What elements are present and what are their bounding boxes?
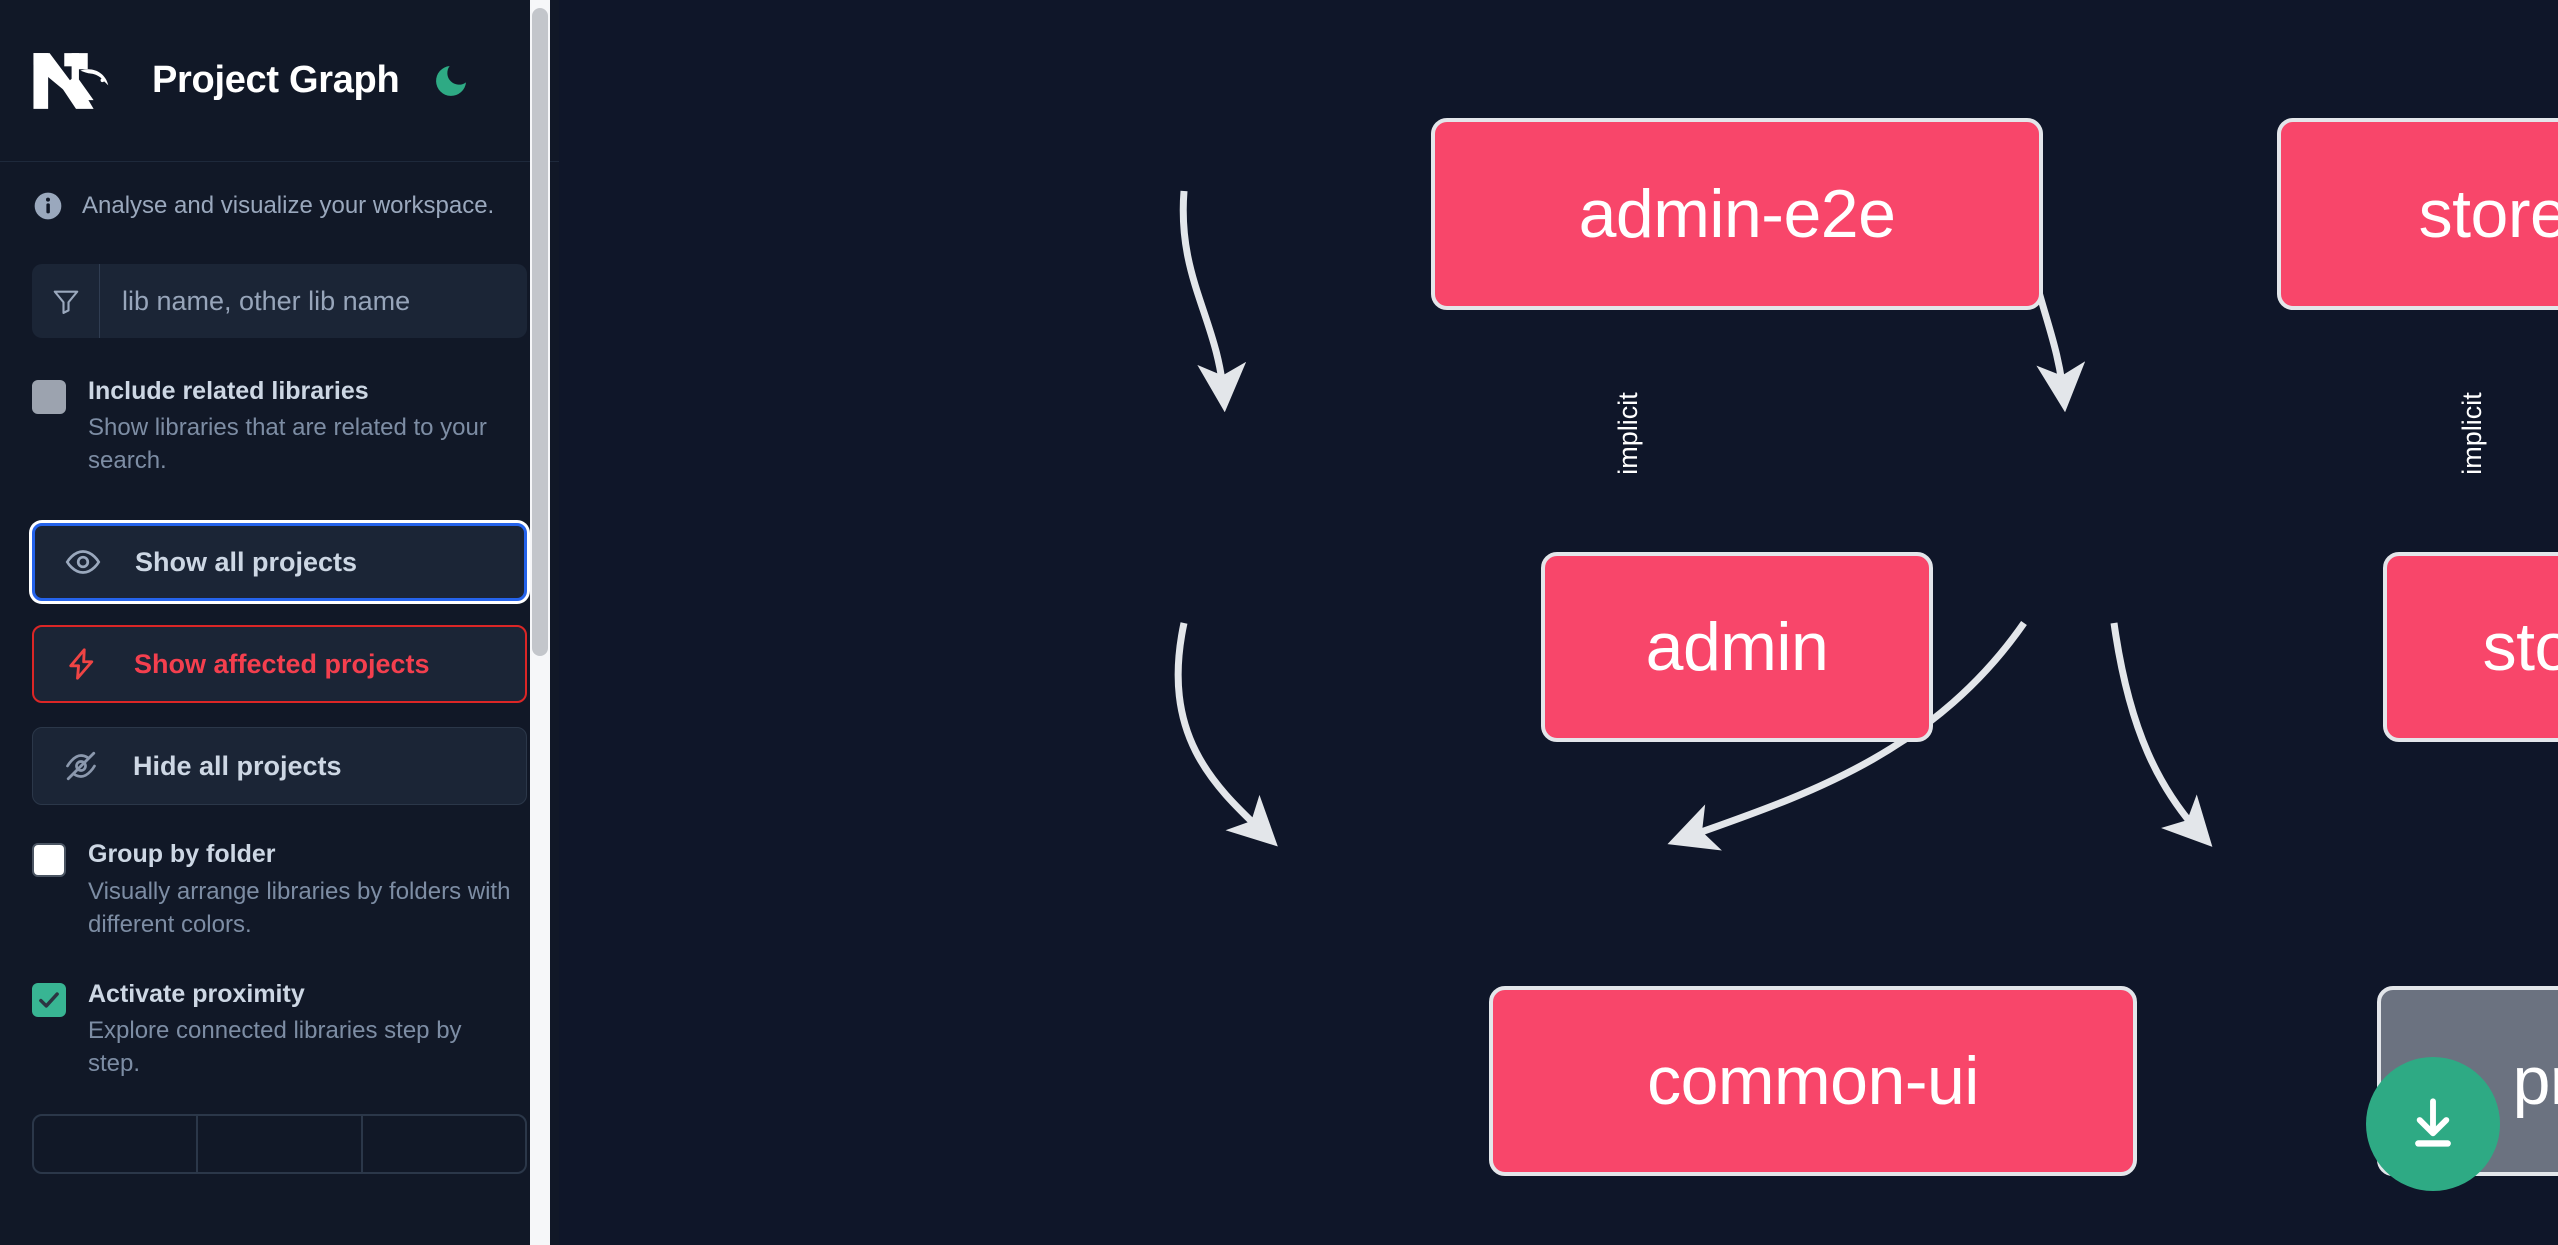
option-description: Visually arrange libraries by folders wi… bbox=[88, 877, 511, 938]
node-label: products bbox=[2512, 1043, 2558, 1119]
show-affected-projects-label: Show affected projects bbox=[134, 648, 430, 679]
option-title: Activate proximity bbox=[88, 979, 305, 1008]
edge-store-products bbox=[2110, 622, 2213, 847]
sidebar-description: Analyse and visualize your workspace. bbox=[0, 162, 559, 222]
sidebar-scrollbar[interactable] bbox=[530, 0, 550, 1245]
eye-off-icon bbox=[63, 748, 107, 784]
show-all-projects-label: Show all projects bbox=[135, 546, 358, 577]
option-activate-proximity[interactable]: Activate proximity Explore connected lib… bbox=[32, 979, 527, 1080]
edge-admin-common-ui bbox=[1174, 622, 1278, 847]
node-label: admin bbox=[1645, 609, 1829, 685]
checkbox-include-related-libraries[interactable] bbox=[32, 380, 66, 414]
info-circle-icon bbox=[32, 190, 64, 222]
edge-label-implicit-store: implicit bbox=[2456, 392, 2487, 475]
segment-option[interactable] bbox=[198, 1116, 363, 1173]
checkbox-group-by-folder[interactable] bbox=[32, 843, 66, 878]
option-description: Explore connected libraries step by step… bbox=[88, 1017, 462, 1078]
option-title: Include related libraries bbox=[88, 377, 369, 405]
visibility-button-group: Show all projects Show affected projects bbox=[32, 523, 527, 806]
node-label: common-ui bbox=[1647, 1043, 1979, 1119]
sidebar-description-text: Analyse and visualize your workspace. bbox=[82, 192, 495, 219]
show-all-projects-button[interactable]: Show all projects bbox=[32, 523, 527, 602]
moon-icon[interactable] bbox=[429, 59, 473, 103]
hide-all-projects-button[interactable]: Hide all projects bbox=[32, 727, 527, 806]
option-include-related-libraries[interactable]: Include related libraries Show libraries… bbox=[32, 376, 527, 477]
segment-option[interactable] bbox=[34, 1116, 199, 1173]
graph-node-store-e2e[interactable]: store-e2e bbox=[2277, 118, 2558, 310]
edge-admin-e2e-admin bbox=[1179, 190, 1247, 413]
nx-logo-icon bbox=[32, 50, 120, 112]
graph-canvas[interactable]: admin-e2e store-e2e admin store common-u… bbox=[559, 0, 2558, 1245]
graph-node-store[interactable]: store bbox=[2383, 552, 2558, 742]
sidebar-body: Include related libraries Show libraries… bbox=[0, 264, 559, 1175]
sidebar: Project Graph Analyse and visualize your… bbox=[0, 0, 559, 1245]
sidebar-header: Project Graph bbox=[0, 0, 559, 162]
checkbox-activate-proximity[interactable] bbox=[32, 982, 66, 1017]
eye-icon bbox=[65, 544, 109, 580]
option-description: Show libraries that are related to your … bbox=[88, 414, 487, 475]
show-affected-projects-button[interactable]: Show affected projects bbox=[32, 625, 527, 704]
search-field[interactable] bbox=[32, 264, 527, 338]
lightning-bolt-icon bbox=[64, 646, 108, 682]
search-input[interactable] bbox=[100, 264, 527, 338]
graph-node-common-ui[interactable]: common-ui bbox=[1489, 986, 2137, 1176]
segmented-control[interactable] bbox=[32, 1114, 527, 1175]
graph-node-admin[interactable]: admin bbox=[1541, 552, 1933, 742]
segment-option[interactable] bbox=[363, 1116, 525, 1172]
display-options-group: Group by folder Visually arrange librari… bbox=[32, 839, 527, 1175]
node-label: admin-e2e bbox=[1578, 176, 1896, 252]
option-group-by-folder[interactable]: Group by folder Visually arrange librari… bbox=[32, 839, 527, 940]
graph-node-admin-e2e[interactable]: admin-e2e bbox=[1431, 118, 2043, 310]
sidebar-scrollbar-thumb[interactable] bbox=[532, 8, 548, 656]
edge-label-implicit-admin: implicit bbox=[1612, 392, 1643, 475]
download-graph-button[interactable] bbox=[2366, 1057, 2500, 1191]
page-title: Project Graph bbox=[152, 59, 400, 101]
node-label: store-e2e bbox=[2418, 176, 2558, 252]
option-title: Group by folder bbox=[88, 840, 276, 869]
filter-icon bbox=[32, 264, 100, 338]
edge-store-common-ui bbox=[1667, 621, 2027, 851]
hide-all-projects-label: Hide all projects bbox=[133, 750, 342, 781]
node-label: store bbox=[2482, 609, 2558, 685]
